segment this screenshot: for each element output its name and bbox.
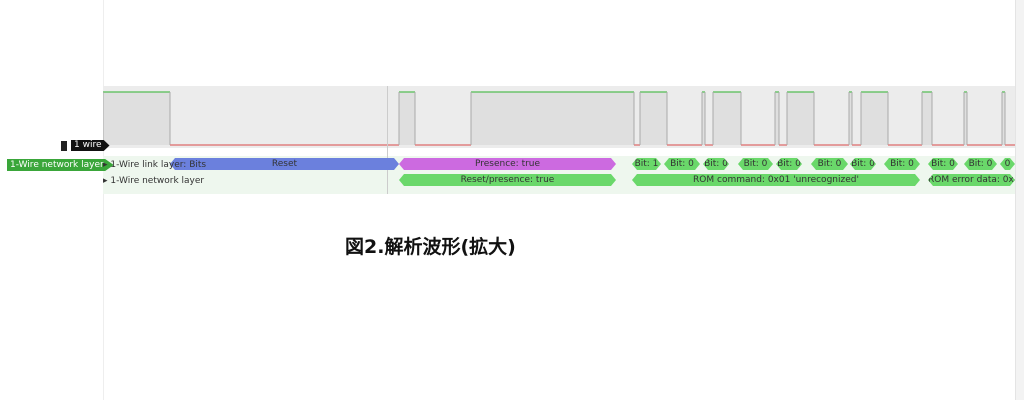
row1-segment[interactable]: Bit: 0 (884, 158, 920, 170)
row2-label-text: 1-Wire network layer (110, 176, 205, 186)
row1-segment[interactable]: Bit: 0 (928, 158, 958, 170)
row1-label-text: 1-Wire link layer: Bits (110, 160, 207, 170)
row1-segment[interactable]: Bit: 0 (964, 158, 997, 170)
row1-segment[interactable]: Bit: 0 (704, 159, 728, 169)
channel-label[interactable]: 1 wire (61, 140, 110, 151)
waveform (103, 86, 1015, 148)
row1-segment[interactable]: Reset (170, 158, 399, 170)
row2-segment[interactable]: ROM error data: 0x00 (928, 175, 1014, 185)
cursor-line[interactable] (387, 86, 388, 194)
row1-segment[interactable]: Bit: 1 (632, 158, 661, 170)
row1-segment[interactable]: Bit: 0 (851, 159, 875, 169)
scrollbar[interactable] (1015, 0, 1024, 400)
left-panel-divider (103, 0, 104, 400)
channel-icon (61, 140, 67, 151)
channel-name: 1 wire (71, 140, 110, 151)
row1-segment[interactable]: 0 (1000, 158, 1015, 170)
row1-segment[interactable]: Bit: 0 (664, 158, 700, 170)
figure-caption: 図2.解析波形(拡大) (345, 236, 516, 258)
analyzer-badge[interactable]: 1-Wire network layer (7, 159, 114, 171)
row2-segment[interactable]: Reset/presence: true (399, 174, 616, 186)
row2-label[interactable]: ▸ 1-Wire network layer (103, 176, 205, 186)
row1-segment[interactable]: Bit: 0 (777, 159, 801, 169)
row1-segment[interactable]: Bit: 0 (811, 158, 848, 170)
row1-segment[interactable]: Presence: true (399, 158, 616, 170)
row2-segment[interactable]: ROM command: 0x01 'unrecognized' (632, 174, 920, 186)
row1-label[interactable]: ▸ 1-Wire link layer: Bits (103, 160, 207, 170)
row1-segment[interactable]: Bit: 0 (738, 158, 773, 170)
